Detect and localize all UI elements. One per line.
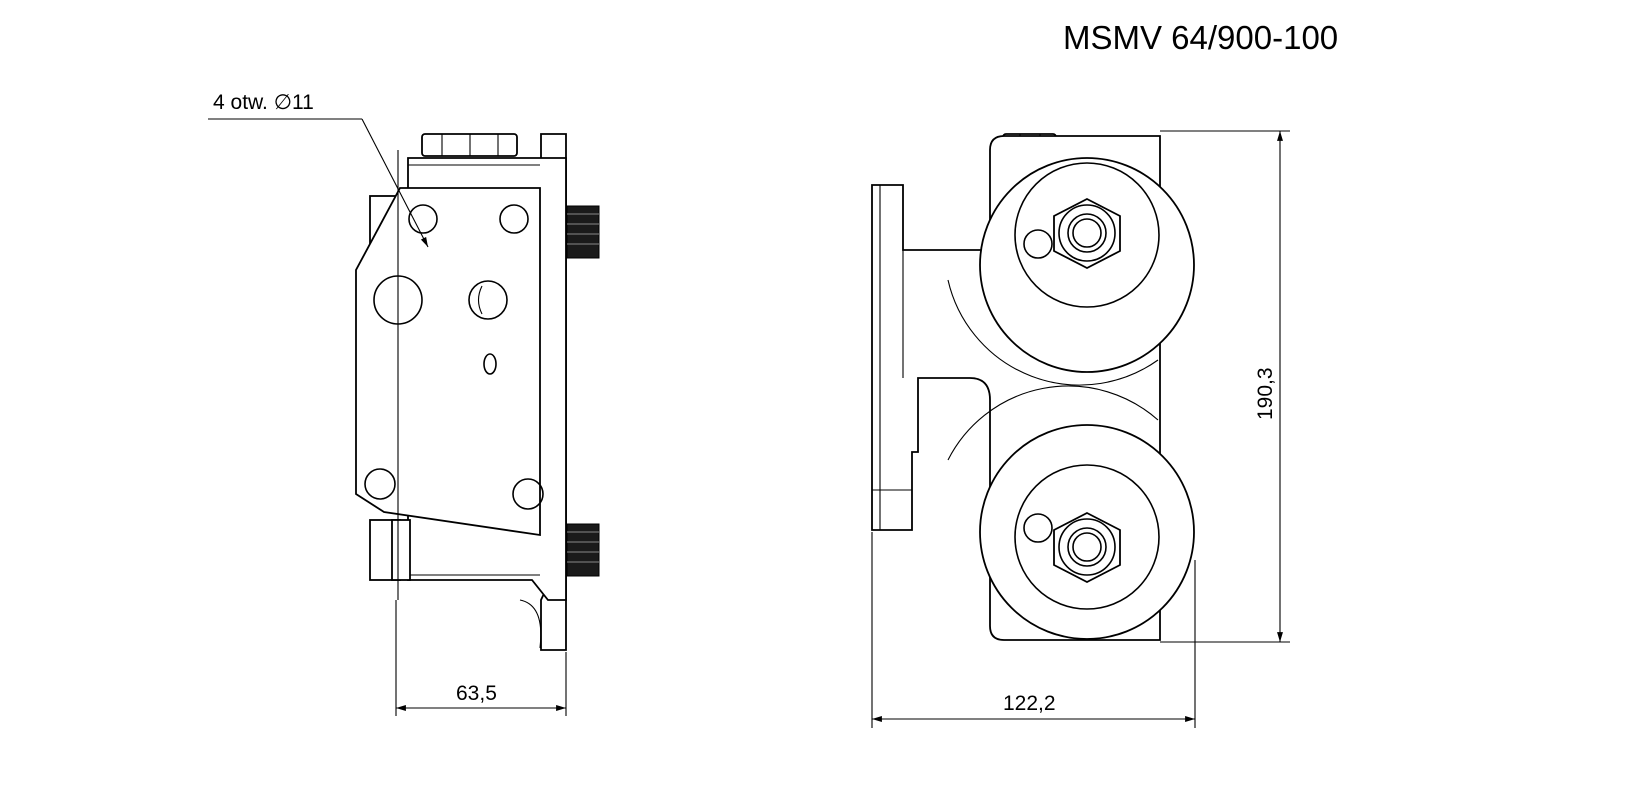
hole-note: 4 otw. ∅11 [208,91,429,248]
front-height-dimension: 190,3 [1160,130,1290,643]
front-width-dimension: 122,2 [871,532,1196,728]
svg-text:190,3: 190,3 [1254,367,1277,420]
side-view [355,133,600,651]
svg-text:4 otw. ∅11: 4 otw. ∅11 [213,91,314,114]
svg-text:122,2: 122,2 [1003,692,1056,715]
side-width-dimension: 63,5 [395,600,567,716]
svg-text:63,5: 63,5 [456,682,497,705]
front-view [871,133,1195,641]
drawing-title: MSMV 64/900-100 [1063,19,1338,56]
